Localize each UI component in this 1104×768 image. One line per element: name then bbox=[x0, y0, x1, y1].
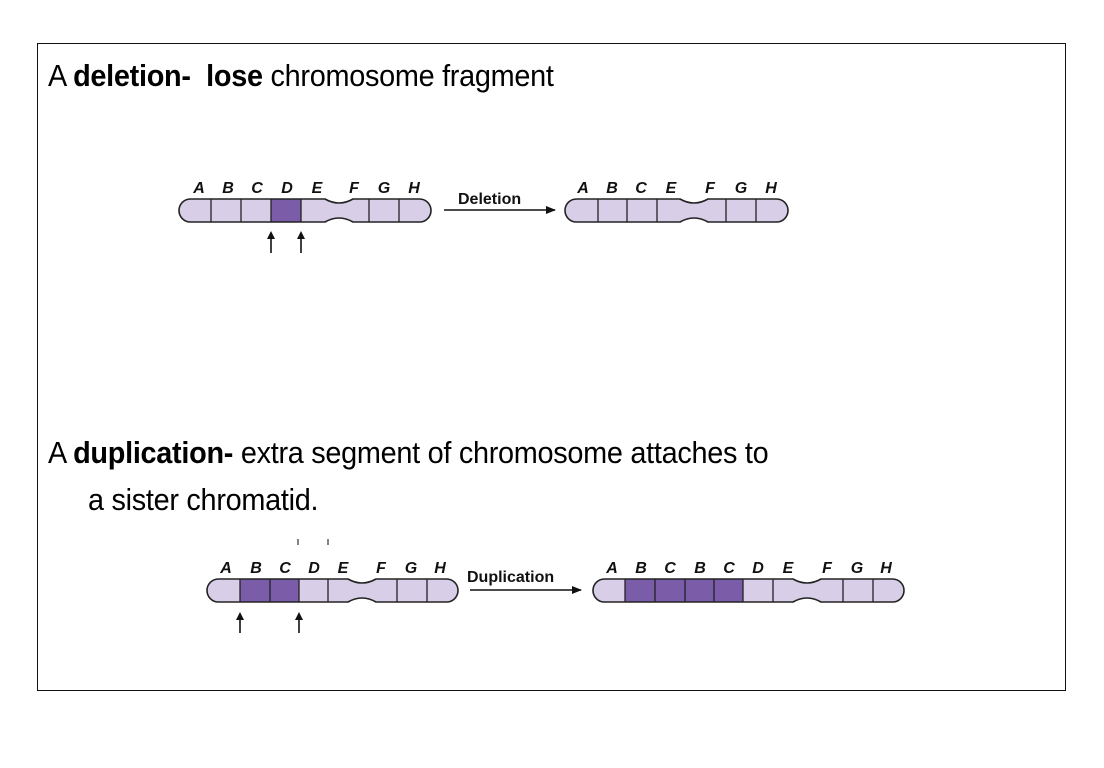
gene-segment-c bbox=[627, 199, 657, 222]
gene-label: D bbox=[308, 560, 320, 577]
gene-segment-b bbox=[598, 199, 627, 222]
gene-label: E bbox=[783, 560, 795, 577]
gene-label: B bbox=[606, 180, 618, 197]
lose-emphasis: lose bbox=[206, 58, 263, 93]
duplication-tick-marks bbox=[297, 539, 329, 545]
deletion-heading: A deletion- lose chromosome fragment bbox=[48, 58, 554, 94]
gene-segment-a bbox=[207, 579, 240, 602]
gene-label: H bbox=[434, 560, 446, 577]
duplication-heading: A duplication- extra segment of chromoso… bbox=[48, 435, 769, 471]
gene-segment-f bbox=[339, 199, 369, 222]
gene-label: A bbox=[219, 560, 232, 577]
gene-segment-a bbox=[179, 199, 211, 222]
breakpoint-arrow-icon bbox=[267, 231, 275, 253]
gene-segment-f bbox=[807, 579, 843, 602]
gene-label: H bbox=[765, 180, 777, 197]
gene-segment-e bbox=[773, 579, 807, 602]
gene-segment-e bbox=[657, 199, 694, 222]
gene-label: A bbox=[576, 180, 589, 197]
deletion-term: deletion- bbox=[73, 58, 191, 93]
gene-label: F bbox=[705, 180, 716, 197]
gene-segment-h bbox=[873, 579, 904, 602]
gene-segment-e bbox=[301, 199, 339, 222]
gene-segment-c bbox=[714, 579, 743, 602]
gene-label: G bbox=[378, 180, 390, 197]
deletion-description: chromosome fragment bbox=[262, 58, 554, 93]
gene-segment-b bbox=[211, 199, 241, 222]
gene-label: D bbox=[281, 180, 293, 197]
breakpoint-arrow-icon bbox=[297, 231, 305, 253]
breakpoint-arrow-icon bbox=[295, 612, 303, 633]
duplication-arrow-label: Duplication bbox=[467, 569, 554, 586]
gene-segment-g bbox=[369, 199, 399, 222]
gene-segment-g bbox=[726, 199, 756, 222]
gene-label: E bbox=[666, 180, 678, 197]
gene-label: H bbox=[880, 560, 892, 577]
gene-label: B bbox=[222, 180, 234, 197]
heading-prefix: A bbox=[48, 435, 74, 470]
gene-segment-e bbox=[328, 579, 362, 602]
gene-label: E bbox=[338, 560, 350, 577]
gene-label: C bbox=[664, 560, 676, 577]
gene-segment-a bbox=[593, 579, 625, 602]
chromosome-outline bbox=[564, 198, 789, 223]
duplication-heading-continuation: a sister chromatid. bbox=[88, 482, 319, 517]
gene-segment-b bbox=[685, 579, 714, 602]
gene-label: C bbox=[723, 560, 735, 577]
chromosome-outline bbox=[206, 578, 459, 603]
gene-segment-a bbox=[565, 199, 598, 222]
duplication-term: duplication- bbox=[73, 435, 234, 470]
gene-segment-b bbox=[240, 579, 270, 602]
chromosome-outline bbox=[592, 578, 905, 603]
breakpoint-arrow-icon bbox=[236, 612, 244, 633]
gene-label: H bbox=[408, 180, 420, 197]
gene-label: A bbox=[605, 560, 618, 577]
gene-segment-c bbox=[655, 579, 685, 602]
gene-segment-d bbox=[271, 199, 301, 222]
duplication-breakpoint-arrows bbox=[236, 612, 303, 633]
gene-label: D bbox=[752, 560, 764, 577]
gene-segment-h bbox=[399, 199, 431, 222]
gene-segment-h bbox=[427, 579, 458, 602]
duplication-description: extra segment of chromosome attaches to bbox=[233, 435, 769, 470]
deletion-arrow: Deletion bbox=[444, 191, 556, 214]
duplication-arrow: Duplication bbox=[467, 569, 582, 594]
gene-label: G bbox=[851, 560, 863, 577]
gene-label: C bbox=[635, 180, 647, 197]
gene-segment-f bbox=[694, 199, 726, 222]
gene-segment-h bbox=[756, 199, 788, 222]
gene-segment-c bbox=[241, 199, 271, 222]
gene-segment-g bbox=[397, 579, 427, 602]
gene-label: G bbox=[405, 560, 417, 577]
gene-label: B bbox=[250, 560, 262, 577]
gene-segment-d bbox=[743, 579, 773, 602]
gene-label: F bbox=[349, 180, 360, 197]
gene-label: E bbox=[312, 180, 324, 197]
deletion-arrow-label: Deletion bbox=[458, 191, 521, 208]
heading-prefix: A bbox=[48, 58, 74, 93]
gene-segment-b bbox=[625, 579, 655, 602]
deletion-breakpoint-arrows bbox=[267, 231, 305, 253]
gene-label: C bbox=[251, 180, 263, 197]
gene-segment-g bbox=[843, 579, 873, 602]
gene-label: B bbox=[694, 560, 706, 577]
slide-frame bbox=[37, 43, 1066, 691]
gene-segment-f bbox=[362, 579, 397, 602]
gene-label: F bbox=[376, 560, 387, 577]
gene-segment-d bbox=[299, 579, 328, 602]
chromosome-outline bbox=[178, 198, 432, 223]
gene-label: C bbox=[279, 560, 291, 577]
gene-label: F bbox=[822, 560, 833, 577]
gene-segment-c bbox=[270, 579, 299, 602]
gene-label: A bbox=[192, 180, 205, 197]
gene-label: G bbox=[735, 180, 747, 197]
gene-label: B bbox=[635, 560, 647, 577]
